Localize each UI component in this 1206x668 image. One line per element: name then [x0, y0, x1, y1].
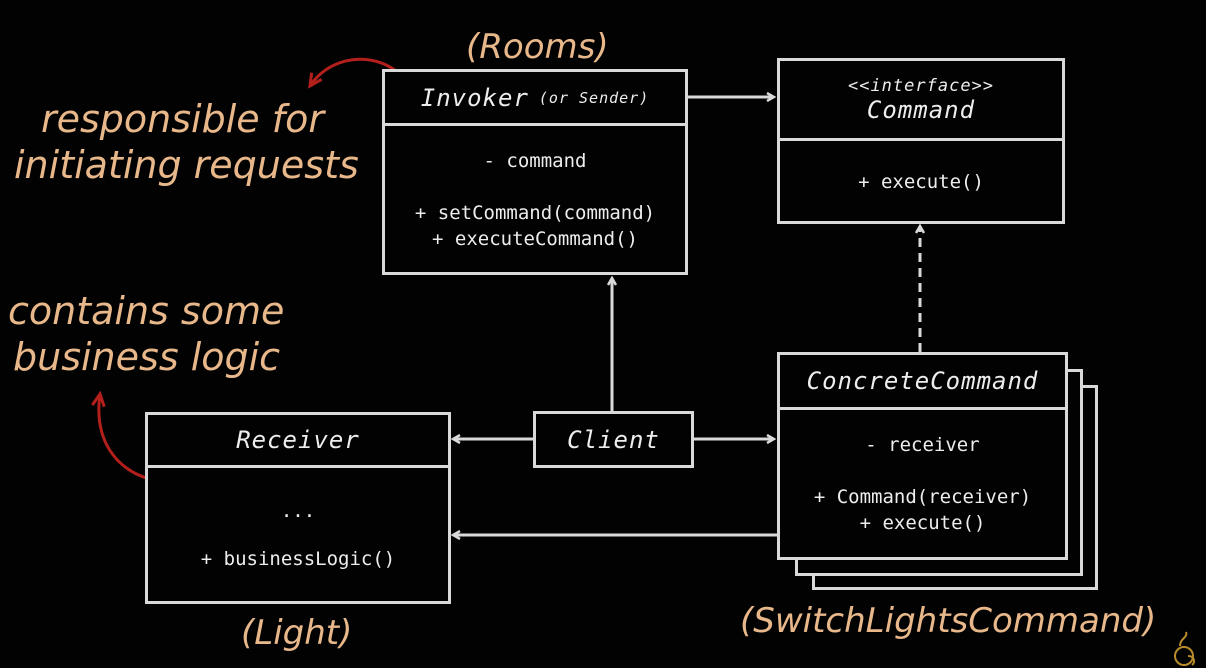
invoker-note: responsible for initiating requests — [14, 96, 359, 188]
receiver-note-line-1: contains some — [8, 289, 285, 333]
receiver-alias: (Light) — [241, 613, 353, 653]
command-body: + execute() — [780, 141, 1062, 195]
concrete-command-method: + execute() — [859, 512, 986, 534]
invoker-name: Invoker — [420, 83, 529, 112]
receiver-field: ... — [280, 500, 316, 522]
concrete-command-class: ConcreteCommand - receiver + Command(rec… — [777, 352, 1068, 560]
invoker-method: + executeCommand() — [432, 228, 638, 250]
receiver-note-line-2: business logic — [13, 335, 281, 379]
concrete-command-name: ConcreteCommand — [806, 367, 1039, 395]
command-header: <<interface>> Command — [780, 61, 1062, 141]
client-class: Client — [533, 411, 694, 468]
command-name: Command — [866, 95, 976, 124]
concrete-command-alias: (SwitchLightsCommand) — [740, 601, 1157, 641]
invoker-note-line-2: initiating requests — [14, 143, 359, 187]
invoker-method: + setCommand(command) — [414, 202, 656, 224]
concrete-command-header: ConcreteCommand — [780, 355, 1065, 410]
command-method: + execute() — [858, 171, 984, 193]
client-header: Client — [536, 414, 691, 465]
invoker-body: - command + setCommand(command) + execut… — [385, 126, 685, 252]
invoker-header: Invoker (or Sender) — [385, 72, 685, 126]
receiver-header: Receiver — [148, 415, 448, 468]
receiver-body: ... + businessLogic() — [148, 468, 448, 572]
logo-icon — [1174, 631, 1196, 666]
concrete-command-method: + Command(receiver) — [813, 486, 1032, 508]
invoker-note-line-1: responsible for — [41, 97, 324, 141]
receiver-name: Receiver — [236, 426, 360, 454]
concrete-command-body: - receiver + Command(receiver) + execute… — [780, 410, 1065, 536]
command-stereotype: <<interface>> — [847, 75, 995, 96]
receiver-class: Receiver ... + businessLogic() — [145, 412, 451, 604]
concrete-command-field: - receiver — [865, 434, 980, 456]
receiver-note: contains some business logic — [8, 288, 284, 380]
invoker-alias: (Rooms) — [466, 27, 609, 67]
client-name: Client — [567, 425, 660, 454]
invoker-class: Invoker (or Sender) - command + setComma… — [382, 69, 688, 275]
invoker-name-note: (or Sender) — [538, 88, 650, 107]
invoker-field: - command — [483, 150, 587, 172]
receiver-method: + businessLogic() — [200, 548, 396, 570]
command-interface: <<interface>> Command + execute() — [777, 58, 1065, 224]
